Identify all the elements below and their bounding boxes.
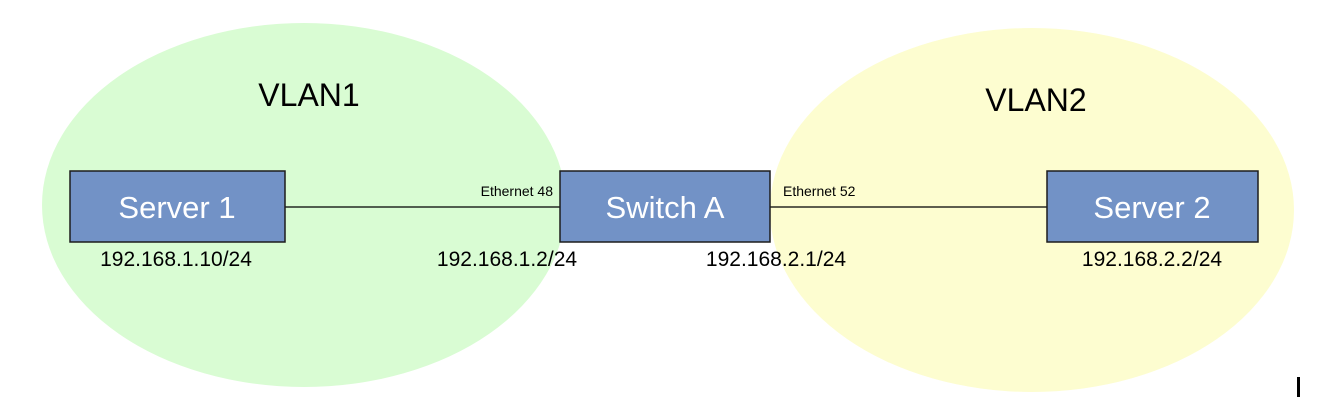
vlan2-zone	[770, 28, 1294, 392]
text-cursor	[1297, 377, 1300, 397]
server1-label: Server 1	[118, 190, 235, 225]
vlan1-label: VLAN1	[258, 77, 359, 113]
switch-a-label: Switch A	[606, 190, 725, 225]
switch-a-ip-vlan1: 192.168.1.2/24	[437, 248, 577, 271]
ethernet-52-label: Ethernet 52	[783, 183, 856, 199]
server1-ip: 192.168.1.10/24	[100, 248, 252, 271]
vlan2-label: VLAN2	[985, 82, 1086, 118]
server1-node[interactable]	[69, 170, 286, 243]
vlan1-zone	[42, 23, 566, 387]
server2-node[interactable]	[1046, 170, 1259, 243]
switch-a-ip-vlan2: 192.168.2.1/24	[706, 248, 846, 271]
server2-ip: 192.168.2.2/24	[1082, 248, 1222, 271]
switch-a-node[interactable]	[559, 170, 771, 243]
server2-label: Server 2	[1093, 190, 1210, 225]
ethernet-48-label: Ethernet 48	[481, 183, 554, 199]
